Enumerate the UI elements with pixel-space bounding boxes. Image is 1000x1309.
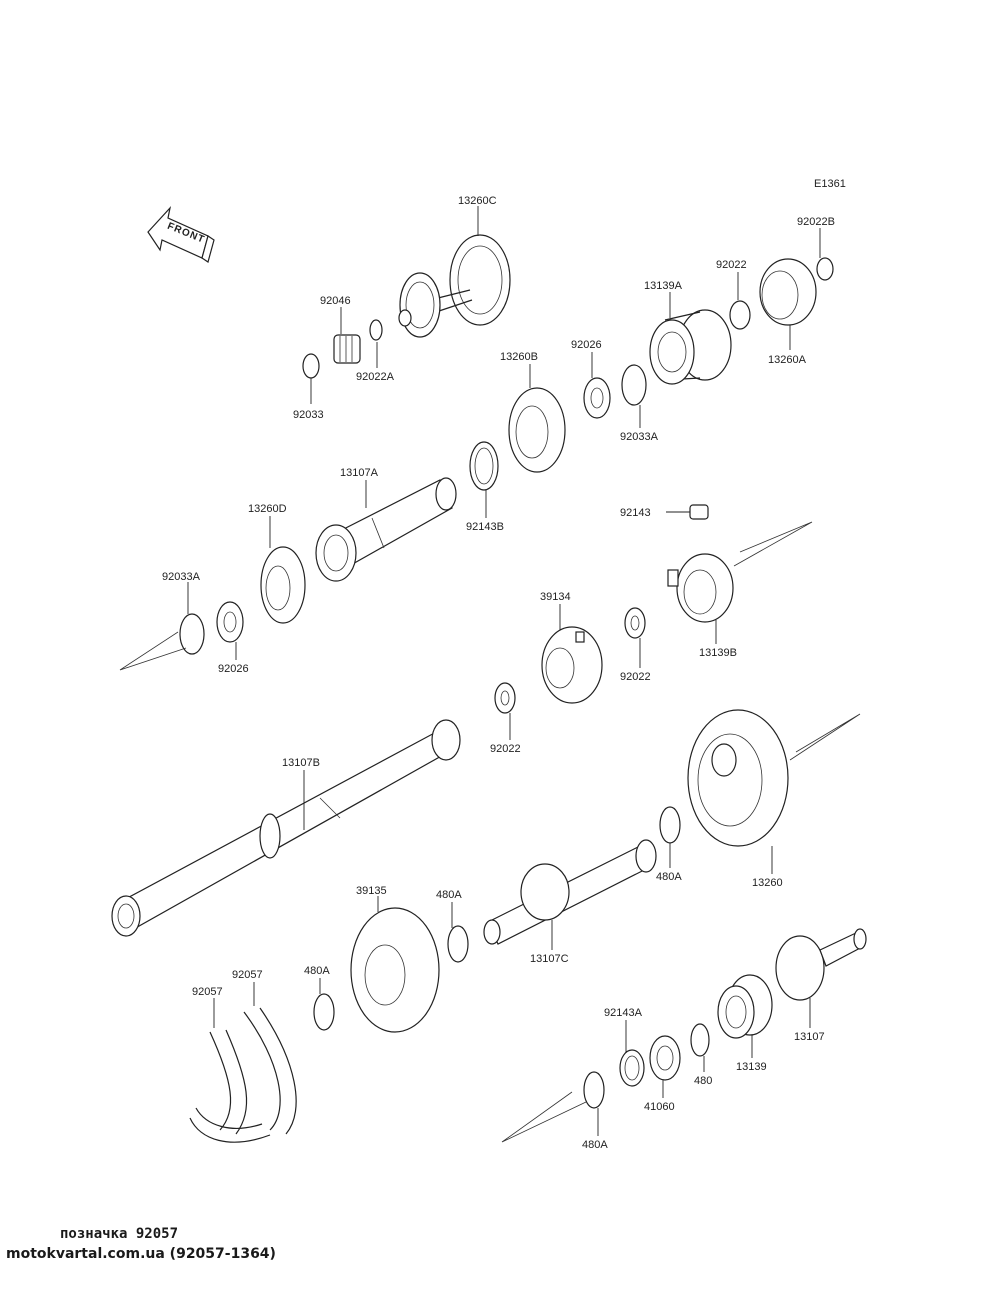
axis-arrow-left-icon [119,631,187,671]
source-watermark: motokvartal.com.ua (92057-1364) [6,1246,276,1262]
label-92022-top: 92022 [716,259,747,271]
washer-92143B [469,441,499,491]
output-shaft-13107 [775,928,867,1001]
label-480A-bottom: 480A [582,1139,608,1151]
circlip-480A-right [659,806,681,844]
label-13107C: 13107C [530,953,569,965]
label-39135: 39135 [356,885,387,897]
label-92026-top: 92026 [571,339,602,351]
hub-13139B [667,553,734,623]
washer-92022A [369,319,383,341]
label-92033A-top: 92033A [620,431,659,443]
axis-arrow-right-icon [733,521,813,567]
part-labels: 13260C 92046 92022A 92033 92022B 92022 1… [162,195,835,1151]
label-92143A: 92143A [604,1007,643,1019]
label-92022-low: 92022 [490,743,521,755]
collar-41060 [649,1035,681,1081]
diagram-code: E1361 [814,178,846,190]
label-13260B: 13260B [500,351,538,363]
label-92022-mid: 92022 [620,671,651,683]
dowel-92143 [689,504,709,520]
label-92022B: 92022B [797,216,835,228]
leader-lines [187,206,821,1136]
label-92033A-left: 92033A [162,571,201,583]
circlip-92033A-left [179,613,205,655]
label-480: 480 [694,1075,712,1087]
circlip-480A-mid [447,925,469,963]
circlip-92033A-top [621,364,647,406]
washer-92022-mid [624,607,646,639]
label-92026-left: 92026 [218,663,249,675]
gear-39134 [541,626,603,704]
shaft-13107C [483,839,657,945]
label-13139B: 13139B [699,647,737,659]
washer-92022-top [729,300,751,330]
label-13107A: 13107A [340,467,379,479]
gear-13260 [687,709,789,847]
chain-92057 [189,1007,297,1143]
circlip-480A-bottom [583,1071,605,1109]
label-480A-mid: 480A [436,889,462,901]
label-13107B: 13107B [282,757,320,769]
gear-13260C [398,234,511,338]
label-92022A: 92022A [356,371,395,383]
shaft-13107A [315,477,457,582]
gear-13260A [759,258,817,326]
label-41060: 41060 [644,1101,675,1113]
front-arrow-icon: FRONT [147,206,215,263]
label-13107: 13107 [794,1031,825,1043]
circlip-480 [690,1023,710,1057]
washer-92022B [816,257,834,281]
circlip-480A-left [313,993,335,1031]
label-13260C: 13260C [458,195,497,207]
label-13260: 13260 [752,877,783,889]
label-13260A: 13260A [768,354,807,366]
washer-92026-top [583,377,611,419]
bearing-92046 [333,334,361,364]
label-13139: 13139 [736,1061,767,1073]
gear-13260D [260,546,306,624]
axis-arrow-right2-icon [789,713,861,761]
label-92143B: 92143B [466,521,504,533]
gear-39135 [350,907,440,1033]
caption-text: позначка 92057 [60,1226,179,1242]
axis-arrow-bottom-icon [501,1091,587,1143]
shaft-13107B [111,719,461,937]
sleeve-13139A [649,309,732,385]
label-480A-left: 480A [304,965,330,977]
label-13260D: 13260D [248,503,287,515]
label-92143: 92143 [620,507,651,519]
label-480A-right: 480A [656,871,682,883]
washer-92143A [619,1049,645,1087]
gear-13260B [508,387,566,473]
label-13139A: 13139A [644,280,683,292]
label-92057-a: 92057 [192,986,223,998]
circlip-92033 [302,353,320,379]
hub-13139 [717,974,773,1039]
label-39134: 39134 [540,591,571,603]
label-92057-b: 92057 [232,969,263,981]
label-92033: 92033 [293,409,324,421]
washer-92022-low [494,682,516,714]
label-92046: 92046 [320,295,351,307]
washer-92026-left [216,601,244,643]
